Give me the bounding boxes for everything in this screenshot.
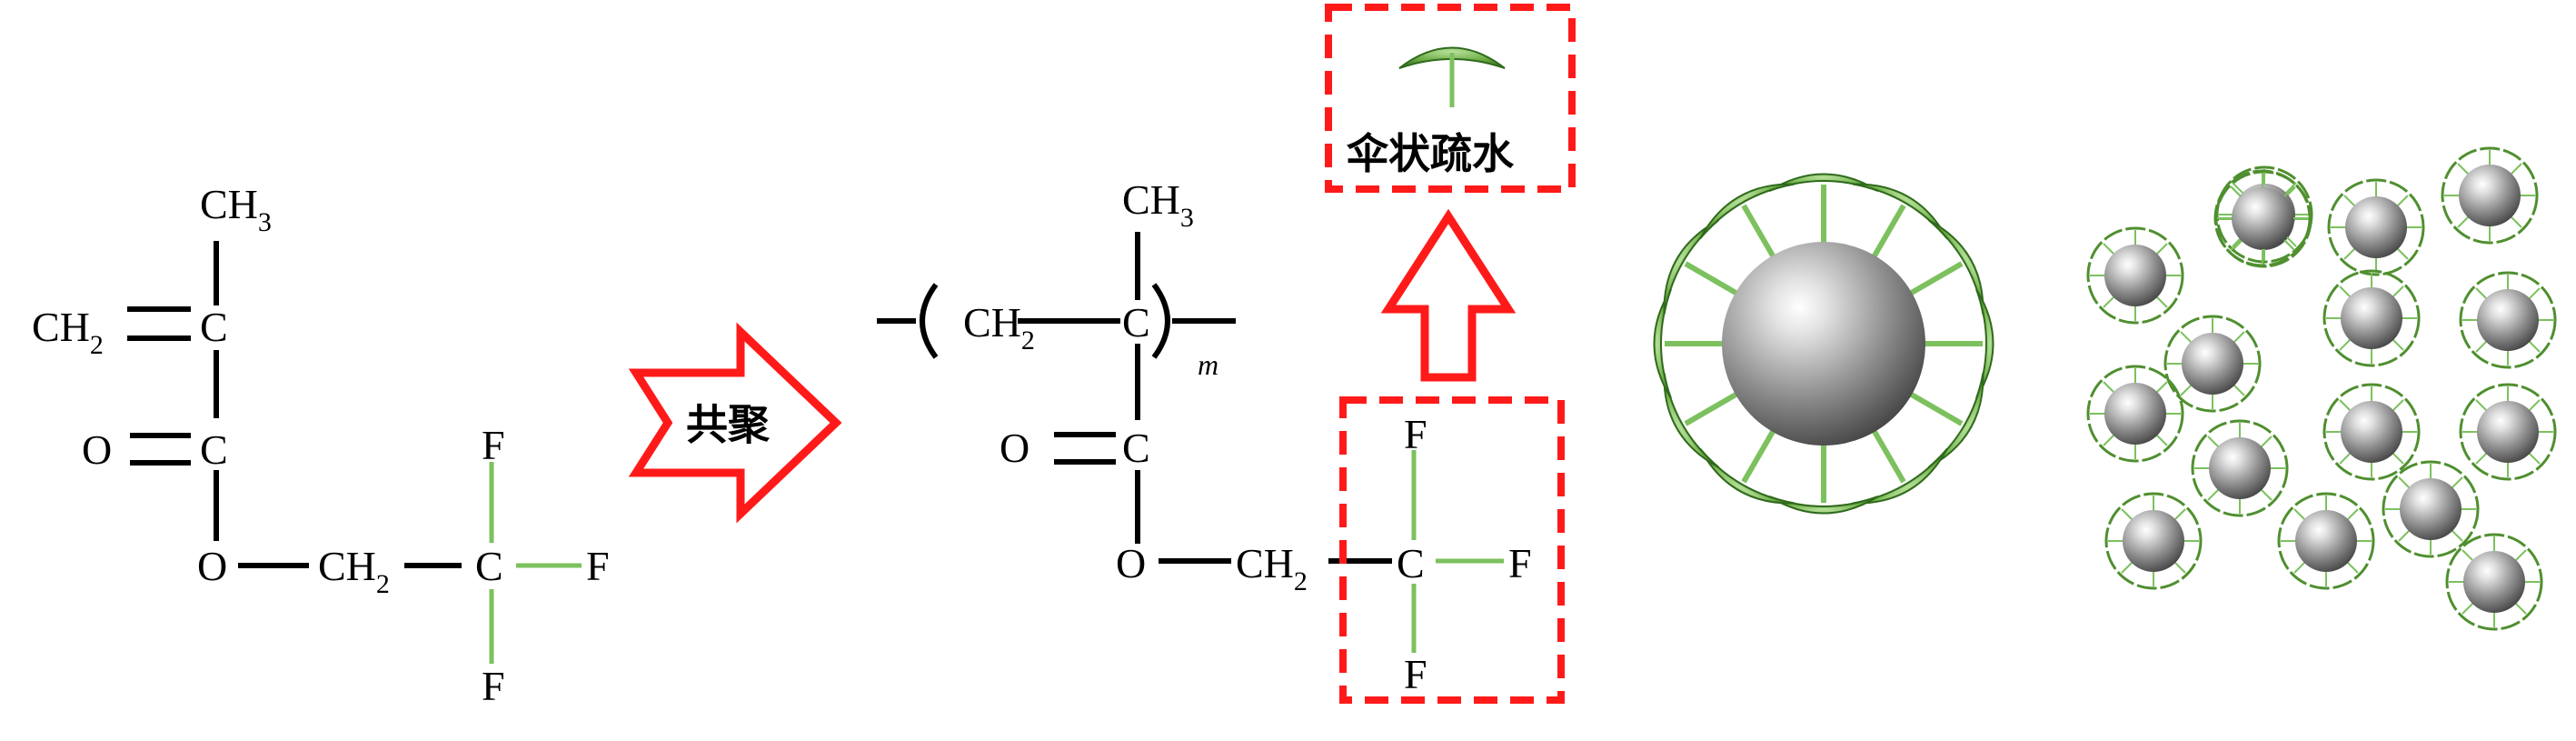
coated-particle-small [2277,492,2375,590]
bracket-right [1151,283,1170,359]
atom-c2-poly: C [1122,425,1150,471]
atom-ch2: CH2 [32,304,104,360]
atom-f2: F [586,543,610,589]
atom-o2-poly: O [1116,540,1146,586]
coated-particle-small [2459,271,2557,369]
atom-c1-poly: C [1122,299,1150,345]
atom-ch2b-poly: CH2 [1236,540,1308,596]
bracket-left [920,283,939,359]
atom-ch2-poly: CH2 [963,299,1035,355]
coated-particle-small [2322,383,2421,481]
coated-particle-small [2445,533,2543,631]
coated-particle-small [2322,269,2421,367]
atom-f1-poly: F [1404,411,1427,457]
atom-ch3: CH3 [200,181,272,237]
polymer-structure: CH3 CH2 C m O C O CH2 C F F F [877,176,1565,704]
repeat-subscript-m: m [1198,348,1218,381]
atom-f2-poly: F [1508,540,1532,586]
atom-c2: C [200,426,228,473]
atom-cf-poly: C [1397,540,1425,586]
umbrella-icon [1398,46,1506,107]
atom-o2: O [197,543,227,589]
umbrella-box-frame [1325,4,1576,193]
copolymer-label: 共聚 [686,400,771,449]
atom-c1: C [200,304,228,350]
umbrella-hydrophobic-box: 伞状疏水 [1325,4,1576,193]
particle-cluster [2086,146,2557,631]
cf3-highlight-box [1339,396,1565,704]
coated-particle-small [2104,492,2203,590]
coated-particle-large [1649,169,1997,517]
coated-particle-small [2086,226,2184,325]
atom-f1: F [482,422,505,468]
coated-particle-small [2459,383,2557,481]
atom-cf: C [475,543,503,589]
coated-particle-small [2441,146,2539,245]
atom-o1-poly: O [1000,425,1029,471]
atom-f3: F [482,663,505,709]
copolymer-arrow: 共聚 [628,322,842,524]
atom-ch2b: CH2 [318,543,390,599]
coated-particle-small [2327,178,2425,276]
atom-f3-poly: F [1404,651,1427,697]
atom-o1: O [82,426,112,473]
coated-particle-small [2213,169,2312,267]
atom-ch3-poly: CH3 [1122,176,1194,233]
coated-particle-small [2191,419,2289,517]
up-arrow [1380,208,1517,382]
umbrella-label: 伞状疏水 [1347,129,1515,178]
monomer-structure: CH3 CH2 C O C O CH2 C F F F [32,181,610,709]
coated-particle-small [2382,460,2480,558]
